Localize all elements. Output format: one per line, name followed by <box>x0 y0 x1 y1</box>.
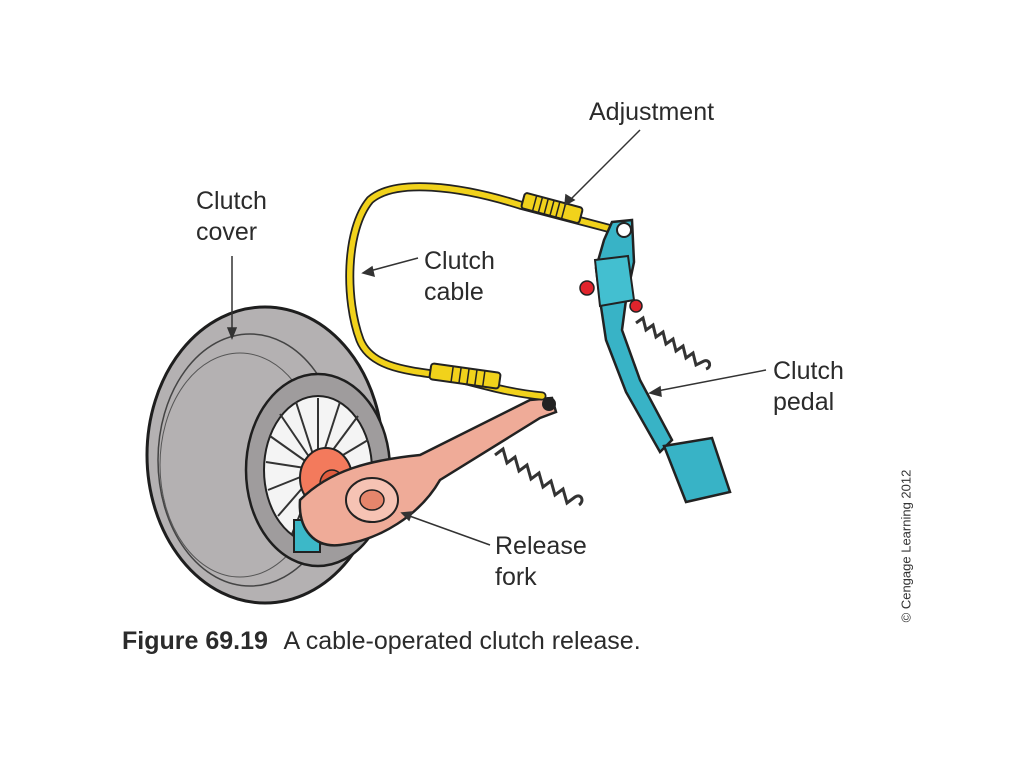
clutch-cable-label-line1: Clutch <box>424 247 495 275</box>
clutch-pedal-drawing <box>579 218 732 504</box>
clutch-cover-label-line2: cover <box>196 218 258 246</box>
copyright-credit: © Cengage Learning 2012 <box>898 469 914 623</box>
clutch-cover-drawing <box>145 305 392 605</box>
clutch-pedal-label-line1: Clutch <box>773 357 844 385</box>
release-fork-label-line1: Release <box>495 532 587 560</box>
pedal-return-spring <box>635 315 712 371</box>
clutch-pedal-label: Clutch pedal <box>773 356 844 418</box>
release-fork-drawing <box>298 396 558 547</box>
release-fork-label-line2: fork <box>495 563 537 591</box>
fork-return-spring <box>494 446 584 507</box>
release-fork-label: Release fork <box>495 531 587 593</box>
figure-number: Figure 69.19 <box>122 627 268 655</box>
adjustment-label: Adjustment <box>589 98 715 126</box>
clutch-cover-label-line1: Clutch <box>196 187 267 215</box>
clutch-cable-drawing <box>345 182 631 401</box>
leader-lines <box>226 129 767 546</box>
clutch-cable-label-line2: cable <box>424 278 484 306</box>
clutch-cable-label: Clutch cable <box>424 246 495 308</box>
clutch-pedal-label-line2: pedal <box>773 388 835 416</box>
figure-caption: Figure 69.19 A cable-operated clutch rel… <box>122 627 641 656</box>
clutch-cover-label: Clutch cover <box>196 186 267 248</box>
figure-caption-text: A cable-operated clutch release. <box>283 627 641 655</box>
